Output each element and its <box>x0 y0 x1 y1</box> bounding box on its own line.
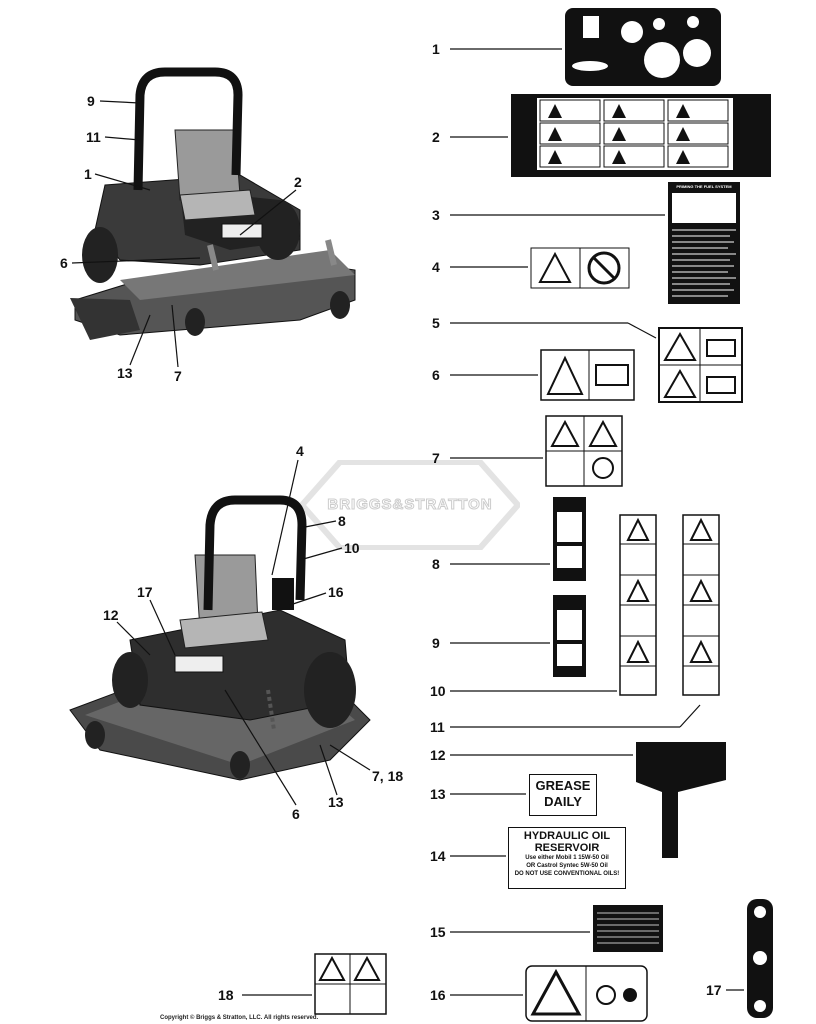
callout-6: 6 <box>432 367 440 383</box>
decal-10-vertical-strip <box>619 514 657 696</box>
callout-10: 10 <box>430 683 446 699</box>
grease-line-2: DAILY <box>544 794 582 809</box>
mower-bottom-label-8: 8 <box>338 513 346 529</box>
fuel-decal-title: PRIMING THE FUEL SYSTEM <box>676 184 732 189</box>
hydraulic-line-4: OR Castrol Syntec 5W-50 Oil <box>526 863 608 869</box>
decal-7-blade-warning <box>545 415 623 487</box>
mower-bottom-label-6: 6 <box>292 806 300 822</box>
callout-9: 9 <box>432 635 440 651</box>
decal-5-fire-manual <box>658 327 743 403</box>
decal-8-rollbar-upper <box>553 497 586 581</box>
decal-4-hot-surface <box>530 247 630 289</box>
callout-18: 18 <box>218 987 234 1003</box>
decal-3-fuel-priming <box>668 182 740 304</box>
callout-leader-lines <box>242 48 744 996</box>
callout-2: 2 <box>432 129 440 145</box>
mower-leader-lines <box>71 100 371 806</box>
mower-bottom-label-12: 12 <box>103 607 119 623</box>
decal-11-vertical-strip <box>682 514 720 696</box>
brand-watermark-hexagon <box>300 460 520 550</box>
decal-18-deck-lift <box>314 953 387 1015</box>
callout-8: 8 <box>432 556 440 572</box>
brand-watermark-text: BRIGGS&STRATTON <box>327 496 493 514</box>
callout-16: 16 <box>430 987 446 1003</box>
decal-1-control-panel <box>565 8 721 86</box>
mower-top-label-7: 7 <box>174 368 182 384</box>
decal-16-fire-fuel <box>525 965 648 1022</box>
mower-bottom-label-17: 17 <box>137 584 153 600</box>
decal-14-hydraulic-oil: HYDRAULIC OIL RESERVOIR Use either Mobil… <box>508 827 626 889</box>
mower-top-label-6: 6 <box>60 255 68 271</box>
mower-top-label-11: 11 <box>86 129 101 145</box>
mower-top-label-1: 1 <box>84 166 92 182</box>
callout-5: 5 <box>432 315 440 331</box>
decal-17-park-strip <box>747 899 773 1018</box>
callout-13: 13 <box>430 786 446 802</box>
mower-bottom-label-10: 10 <box>344 540 360 556</box>
callout-11: 11 <box>430 719 445 735</box>
decal-15-parts-table <box>593 905 663 952</box>
callout-15: 15 <box>430 924 446 940</box>
callout-12: 12 <box>430 747 446 763</box>
decal-2-safety-strip <box>511 94 771 177</box>
callout-4: 4 <box>432 259 440 275</box>
mower-bottom-label-4: 4 <box>296 443 304 459</box>
mower-top-illustration <box>70 67 356 340</box>
callout-7: 7 <box>432 450 440 466</box>
decal-6-hand-crush <box>540 349 635 401</box>
mower-bottom-label-16: 16 <box>328 584 344 600</box>
decal-9-rollbar-lower <box>553 595 586 677</box>
grease-line-1: GREASE <box>535 778 591 793</box>
hydraulic-line-1: HYDRAULIC OIL <box>523 830 611 842</box>
callout-3: 3 <box>432 207 440 223</box>
mower-top-label-13: 13 <box>117 365 133 381</box>
hydraulic-line-5: DO NOT USE CONVENTIONAL OILS! <box>514 871 620 877</box>
callout-17: 17 <box>706 982 722 998</box>
mower-bottom-label-7-18: 7, 18 <box>372 768 404 784</box>
mower-top-label-9: 9 <box>87 93 95 109</box>
hydraulic-line-2: RESERVOIR <box>534 842 600 854</box>
callout-14: 14 <box>430 848 446 864</box>
callout-1: 1 <box>432 41 440 57</box>
decal-13-grease-daily: GREASE DAILY <box>529 774 597 816</box>
mower-bottom-illustration <box>69 495 371 781</box>
mower-top-label-2: 2 <box>294 174 302 190</box>
copyright-notice: Copyright © Briggs & Stratton, LLC. All … <box>160 1015 319 1021</box>
hydraulic-line-3: Use either Mobil 1 15W-50 Oil <box>525 855 609 861</box>
decal-12-height-gauge <box>636 742 726 858</box>
mower-bottom-label-13: 13 <box>328 794 344 810</box>
